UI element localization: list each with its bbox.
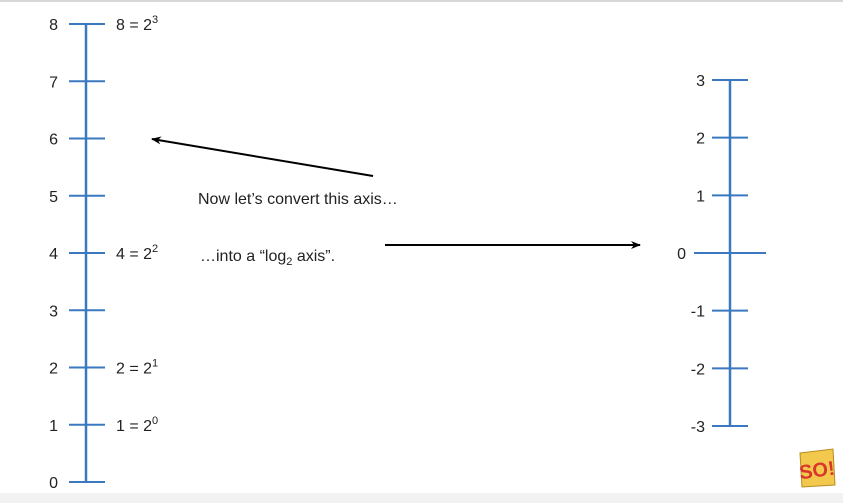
log2-axis-tick-label: -3 <box>691 419 705 436</box>
annotation-line-2: …into a “log2 axis”. <box>200 248 335 268</box>
log2-axis: -3 -2 -1 0 1 2 3 <box>677 73 766 436</box>
linear-axis-tick-label: 6 <box>49 132 58 149</box>
power-base: 4 = 2 <box>116 246 152 263</box>
power-base: 2 = 2 <box>116 361 152 378</box>
log2-axis-tick-label: 0 <box>677 246 686 263</box>
power-base: 1 = 2 <box>116 418 152 435</box>
log2-axis-tick-label: 2 <box>696 131 705 148</box>
linear-axis-tick-label: 1 <box>49 418 58 435</box>
log2-axis-tick-label: -2 <box>691 361 705 378</box>
linear-axis-tick-label: 3 <box>49 303 58 320</box>
linear-axis-tick-label: 2 <box>49 361 58 378</box>
power-exponent: 0 <box>152 415 158 427</box>
top-border <box>0 0 843 2</box>
log2-axis-tick-label: 1 <box>696 188 705 205</box>
annotation-subscript: 2 <box>286 256 292 268</box>
annotation-line-2-end: axis”. <box>292 248 335 265</box>
log2-axis-tick-label: -1 <box>691 304 705 321</box>
log2-axis-tick-label: 3 <box>696 73 705 90</box>
power-of-two-label: 1 = 20 <box>116 415 158 435</box>
linear-axis-tick-label: 0 <box>49 475 58 492</box>
bottom-border <box>0 493 843 503</box>
power-base: 8 = 2 <box>116 17 152 34</box>
power-of-two-label: 2 = 21 <box>116 358 158 378</box>
power-of-two-label: 4 = 22 <box>116 243 158 263</box>
linear-axis-tick-label: 4 <box>49 246 58 263</box>
power-of-two-label: 8 = 23 <box>116 14 158 34</box>
linear-axis-tick-label: 8 <box>49 17 58 34</box>
power-exponent: 1 <box>152 358 158 370</box>
linear-axis-tick-label: 5 <box>49 189 58 206</box>
logo-text: SO! <box>798 458 836 485</box>
annotation-line-2-start: …into a “log <box>200 248 286 265</box>
arrow-to-left-axis <box>151 136 374 177</box>
so-logo-icon: SO! <box>797 447 837 489</box>
power-exponent: 2 <box>152 243 158 255</box>
annotation-line-1: Now let’s convert this axis… <box>198 191 398 208</box>
power-exponent: 3 <box>152 14 158 26</box>
linear-axis-tick-label: 7 <box>49 74 58 91</box>
